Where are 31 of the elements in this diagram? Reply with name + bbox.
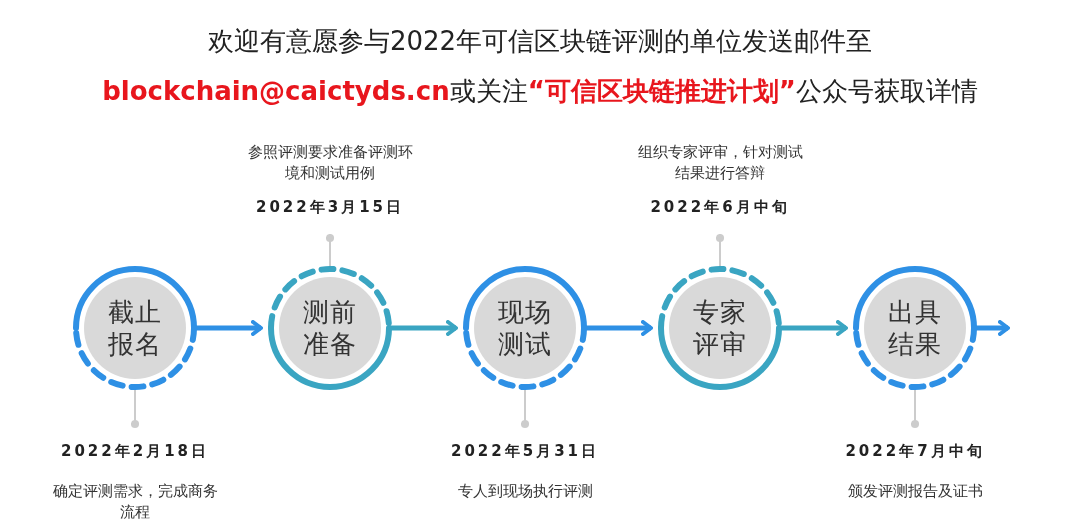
- leader-line: [520, 388, 530, 429]
- date-label: 2022年7月中旬: [845, 442, 985, 461]
- arrow: [974, 320, 1010, 336]
- step-circle: [657, 265, 783, 391]
- description-text: 颁发评测报告及证书: [846, 482, 984, 501]
- title: 欢迎有意愿参与2022年可信区块链评测的单位发送邮件至blockchain@caictyds.cn或关注“可信区块链推进计划”公众号获取详情: [101, 25, 979, 108]
- step-label: 出具结果: [887, 295, 943, 361]
- date-label: 2022年2月18日: [60, 442, 210, 461]
- date-label: 2022年6月中旬: [650, 198, 790, 217]
- step-circle: [852, 265, 978, 391]
- leader-line: [130, 388, 140, 429]
- step-circle: [462, 265, 588, 391]
- leader-line: [910, 388, 920, 429]
- description-text: 组织专家评审，针对测试结果进行答辩: [636, 143, 804, 183]
- description-text: 专人到现场执行评测: [456, 482, 594, 501]
- step-label: 测前准备: [302, 295, 358, 361]
- step-label: 截止报名: [107, 295, 163, 361]
- date-label: 2022年5月31日: [450, 442, 600, 461]
- leader-line: [715, 233, 725, 268]
- description-text: 确定评测需求，完成商务流程: [51, 482, 219, 522]
- step-circle: [267, 265, 393, 391]
- arrow: [389, 320, 458, 336]
- arrow: [194, 320, 263, 336]
- step-circle: [72, 265, 198, 391]
- date-label: 2022年3月15日: [255, 198, 405, 217]
- arrow: [779, 320, 848, 336]
- leader-line: [325, 233, 335, 268]
- arrow: [584, 320, 653, 336]
- description-text: 参照评测要求准备评测环境和测试用例: [246, 143, 414, 183]
- step-label: 专家评审: [692, 295, 748, 361]
- step-label: 现场测试: [497, 295, 553, 361]
